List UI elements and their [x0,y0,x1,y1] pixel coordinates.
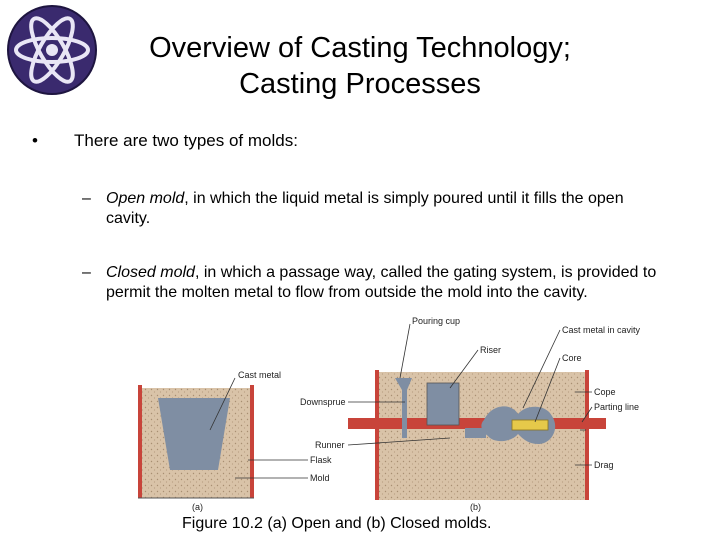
title-line-2: Casting Processes [239,68,481,100]
subpoint-term: Open mold [106,190,185,207]
subpoint-text: Open mold, in which the liquid metal is … [106,189,666,229]
label-downsprue: Downsprue [300,397,346,407]
label-pouring-cup: Pouring cup [412,316,460,326]
subpoint-rest: , in which a passage way, called the gat… [106,264,657,301]
atom-logo-icon [7,5,97,95]
open-mold-diagram [138,377,308,499]
label-mold: Mold [310,473,330,483]
closed-mold-diagram [347,323,606,500]
title-line-1: Overview of Casting Technology; [149,32,571,64]
subpoint-term: Closed mold [106,264,195,281]
bullet-text: There are two types of molds: [74,131,298,150]
molds-figure: Cast metal Flask Mold (a) Pouring cup Do… [138,316,641,512]
label-cast-metal-in-cavity: Cast metal in cavity [562,325,641,335]
subpoint-dash: – [82,190,91,207]
label-runner: Runner [315,440,345,450]
label-cast-metal: Cast metal [238,370,281,380]
bullet-marker: • [32,131,38,150]
label-flask: Flask [310,455,332,465]
subpoint-rest: , in which the liquid metal is simply po… [106,190,624,227]
subpoint-dash: – [82,264,91,281]
figure-caption: Figure 10.2 (a) Open and (b) Closed mold… [182,515,492,532]
subpoint-text: Closed mold, in which a passage way, cal… [106,263,666,303]
label-drag: Drag [594,460,614,470]
label-part-b: (b) [470,502,481,512]
label-part-a: (a) [192,502,203,512]
label-riser: Riser [480,345,501,355]
page-title: Overview of Casting Technology; Casting … [110,30,610,102]
label-parting-line: Parting line [594,402,639,412]
label-cope: Cope [594,387,616,397]
label-core: Core [562,353,582,363]
